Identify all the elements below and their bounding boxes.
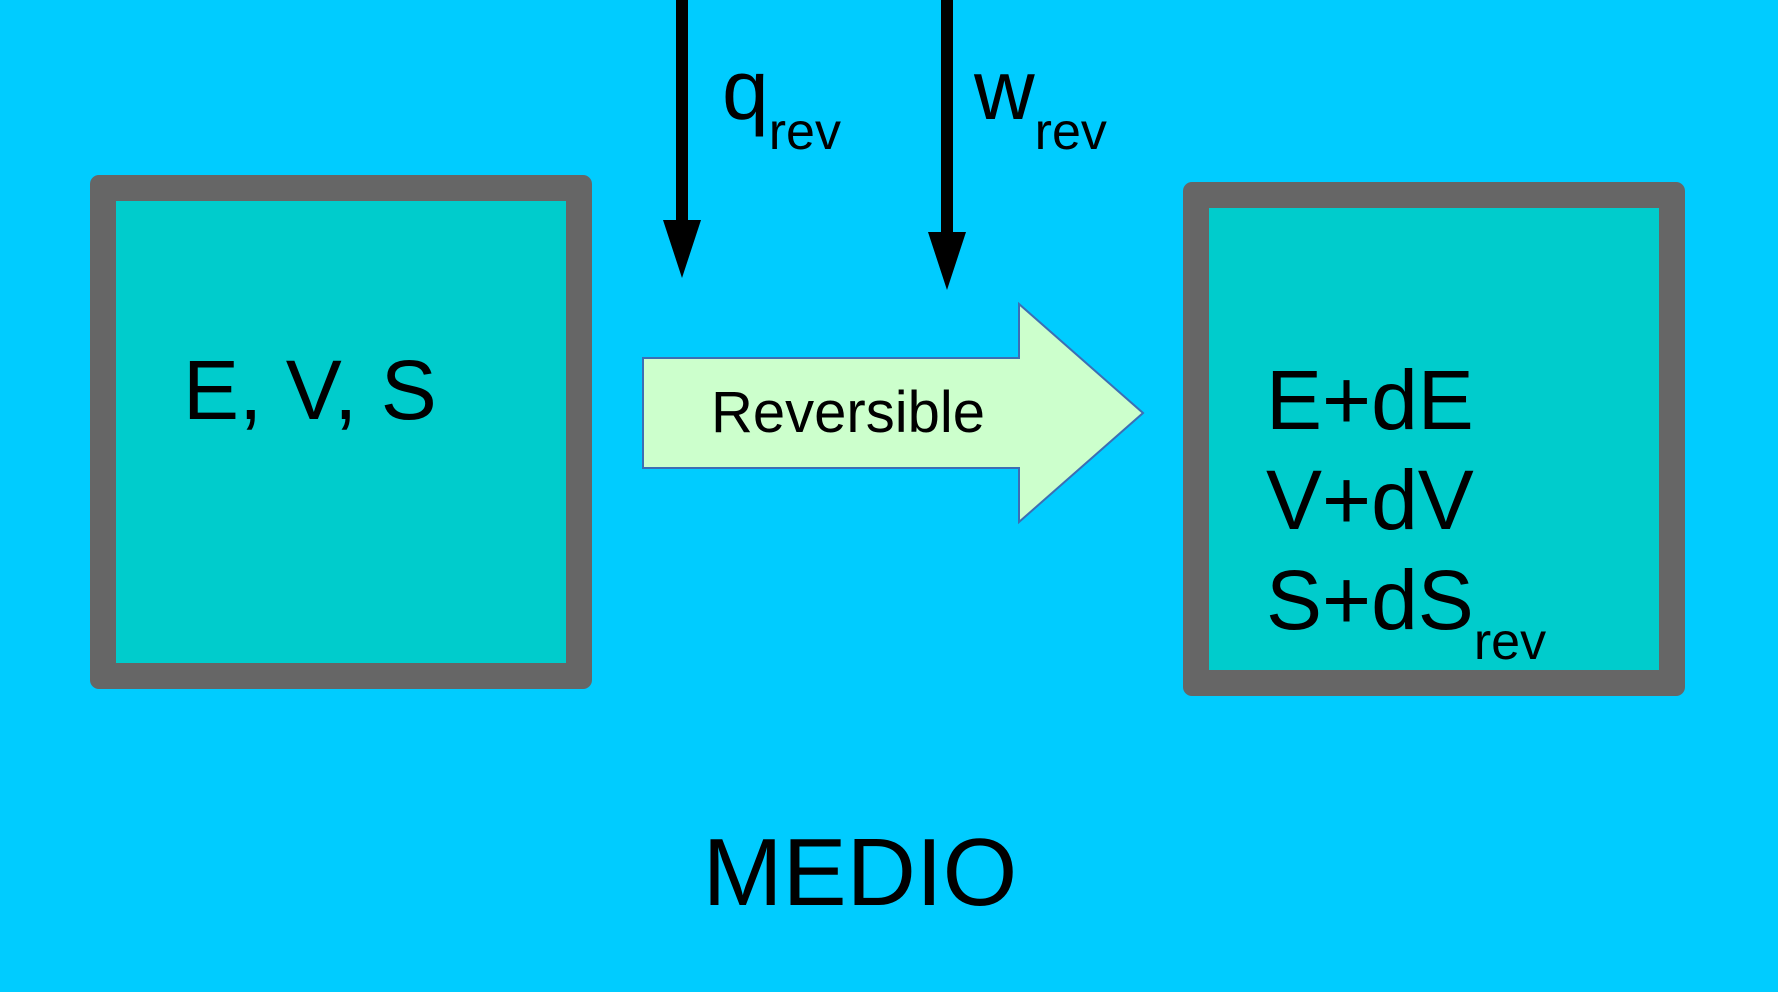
work-flow-label: wrev: [974, 40, 1107, 161]
surroundings-label: MEDIO: [702, 819, 1018, 926]
final-system-box: [1183, 182, 1685, 696]
final-volume: V+dV: [1266, 453, 1474, 547]
final-entropy: S+dS: [1266, 553, 1474, 647]
heat-subscript: rev: [768, 103, 841, 161]
final-entropy-subscript: rev: [1473, 613, 1547, 671]
final-entropy-line: S+dSrev: [1266, 550, 1546, 671]
heat-symbol: q: [722, 43, 769, 137]
final-state-label: E+dE V+dV S+dSrev: [1266, 350, 1546, 671]
work-symbol: w: [974, 43, 1035, 137]
process-arrow: [642, 301, 1145, 525]
heat-arrow-head: [663, 220, 701, 278]
process-label: Reversible: [711, 380, 985, 445]
heat-flow-label: qrev: [722, 40, 841, 161]
initial-state-label: E, V, S: [183, 343, 437, 437]
work-subscript: rev: [1034, 103, 1107, 161]
initial-system-box: [90, 175, 592, 689]
final-energy: E+dE: [1266, 353, 1474, 447]
work-arrow-head: [928, 232, 966, 290]
